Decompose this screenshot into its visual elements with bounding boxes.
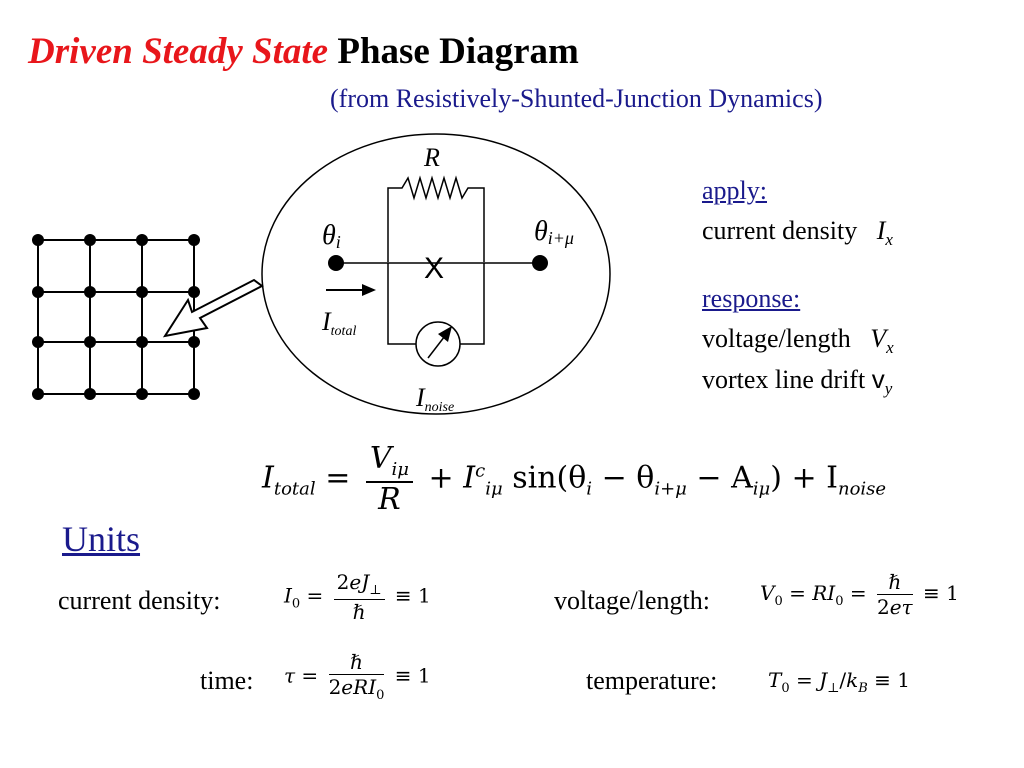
lattice-nodes: [32, 234, 200, 400]
slide-title: Driven Steady State Phase Diagram: [28, 30, 579, 73]
slide-subtitle: (from Resistively-Shunted-Junction Dynam…: [330, 84, 823, 113]
current-arrow-head: [362, 284, 376, 296]
current-density-label: current density:: [58, 586, 221, 615]
node-theta-i: [328, 255, 344, 271]
temperature-label: temperature:: [586, 666, 718, 695]
title-black-part: Phase Diagram: [337, 31, 579, 72]
i-total-label: Itotal: [321, 307, 356, 339]
zoom-arrow: [162, 278, 264, 338]
response-heading: response:: [702, 284, 801, 313]
resistor: [387, 175, 485, 262]
response-item-voltage: voltage/length Vx: [702, 324, 894, 357]
lattice-grid: [37, 239, 195, 395]
junction-mark: X: [424, 252, 444, 285]
apply-heading: apply:: [702, 176, 767, 205]
node-theta-j: [532, 255, 548, 271]
units-heading: Units: [62, 519, 141, 559]
zoom-bubble: [261, 133, 611, 415]
i-noise-label: Inoise: [415, 383, 454, 415]
current-density-formula: I0 = 2eJ⊥ℏ ≡ 1: [284, 570, 431, 624]
time-label: time:: [200, 666, 254, 695]
response-item-drift: vortex line drift vy: [702, 364, 893, 398]
title-red-part: Driven Steady State: [28, 31, 329, 72]
noise-arrow-head: [438, 326, 452, 342]
theta-i-label: θi: [322, 220, 341, 252]
voltage-length-label: voltage/length:: [554, 586, 710, 615]
resistor-label: R: [423, 143, 440, 172]
apply-item: current density Ix: [702, 216, 893, 249]
theta-j-label: θi+μ: [534, 216, 574, 248]
temperature-formula: T0 = J⊥/kB ≡ 1: [768, 668, 911, 696]
